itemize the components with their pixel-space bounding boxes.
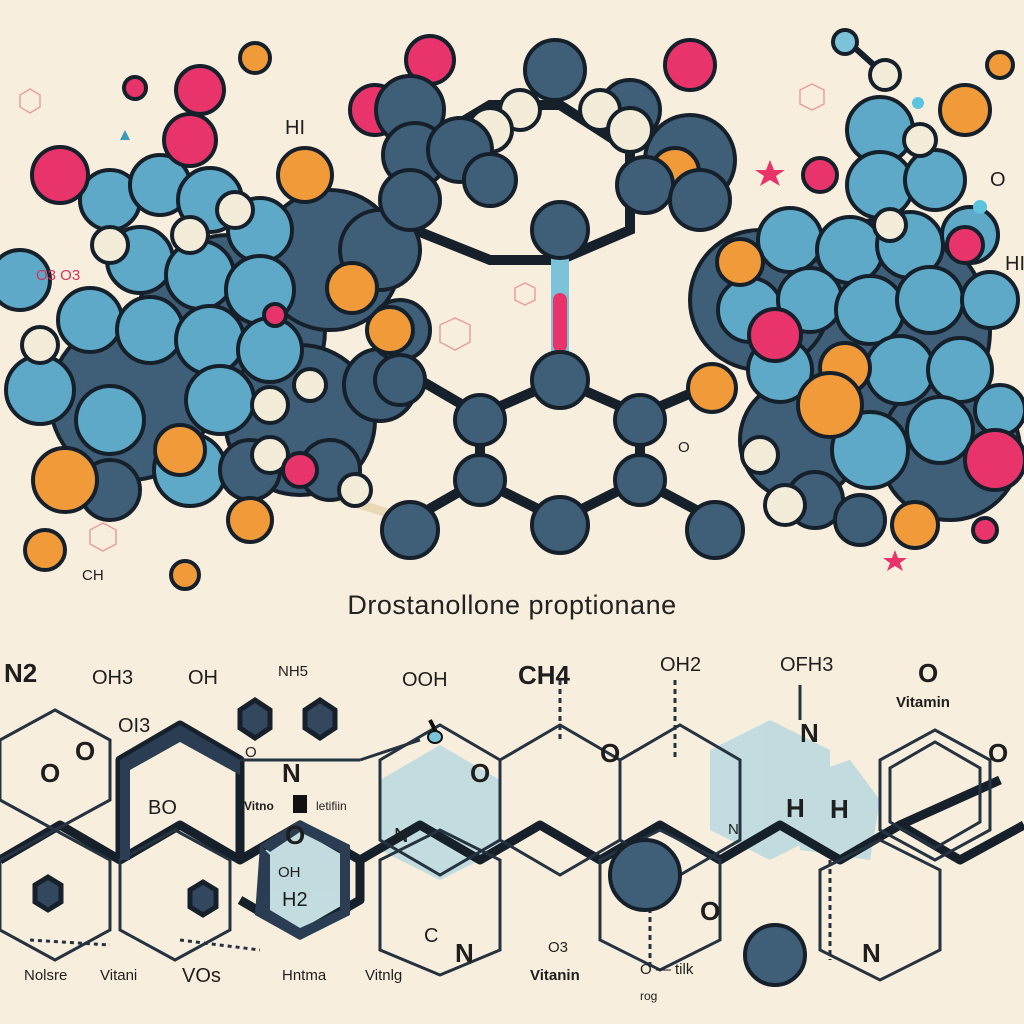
label-ho: OH [278,864,301,881]
label-o-a: O [75,736,96,766]
label-nolsre: Nolsre [24,967,68,984]
label-hi-right: HI [1005,253,1024,275]
label-n-d: N [728,821,739,838]
label-ooh: OOH [402,669,448,691]
label-rog: rog [640,989,658,1003]
label-n-c: N [800,718,819,748]
label-vitanin: Vitanin [530,967,580,984]
label-oh2: OH2 [660,654,702,676]
label-n-f: N [862,938,881,968]
label-letifiin: letifiin [316,799,347,813]
label-n-e: N [455,938,474,968]
label-vos: VOs [182,965,221,987]
label-n-b: N [394,825,409,847]
label-h2: H2 [282,889,308,911]
bottom-structure-diagram [0,680,1024,987]
label-bo: BO [148,797,177,819]
left-atom-cluster [0,41,432,591]
label-o-mid: O [678,439,690,456]
label-h-a: H [786,793,805,823]
label-o3-left: O3 O3 [36,267,81,284]
label-vitno: Vitno [244,799,274,813]
label-o-c: O [245,744,257,761]
label-oh: OH [188,667,218,689]
label-ofh3: OFH3 [780,654,834,676]
label-h-b: H [830,794,849,824]
label-vitnlg: Vitnlg [365,967,403,984]
label-o-bottom: O [700,896,721,926]
label-os: O3 [548,939,569,956]
label-o-ring: O [285,820,306,850]
label-o-vitamin: O [918,658,939,688]
label-oh3: OH3 [92,667,134,689]
label-c: C [424,925,439,947]
label-nh5: NH5 [278,663,309,680]
label-o-b: O [40,758,61,788]
label-o-d: O [600,738,621,768]
label-ch-left: CH [82,567,104,584]
label-vitamin-top: Vitamin [896,694,950,711]
label-n-a: N [282,758,301,788]
right-atom-cluster [643,28,1024,550]
label-o-f: O [470,758,491,788]
label-ch4: CH4 [518,660,571,690]
label-oi3: OI3 [118,715,151,737]
label-n2: N2 [4,658,38,688]
label-o-tilk: O — tilk [640,961,694,978]
central-skeleton-atoms [348,34,745,560]
label-vitani: Vitani [100,967,138,984]
decorations [19,83,987,571]
label-o-right: O [990,169,1006,191]
label-o-g: O [988,738,1009,768]
label-hntma: Hntma [282,967,327,984]
label-hi-left: HI [285,117,305,139]
diagram-title: Drostanollone proptionane [347,590,677,620]
